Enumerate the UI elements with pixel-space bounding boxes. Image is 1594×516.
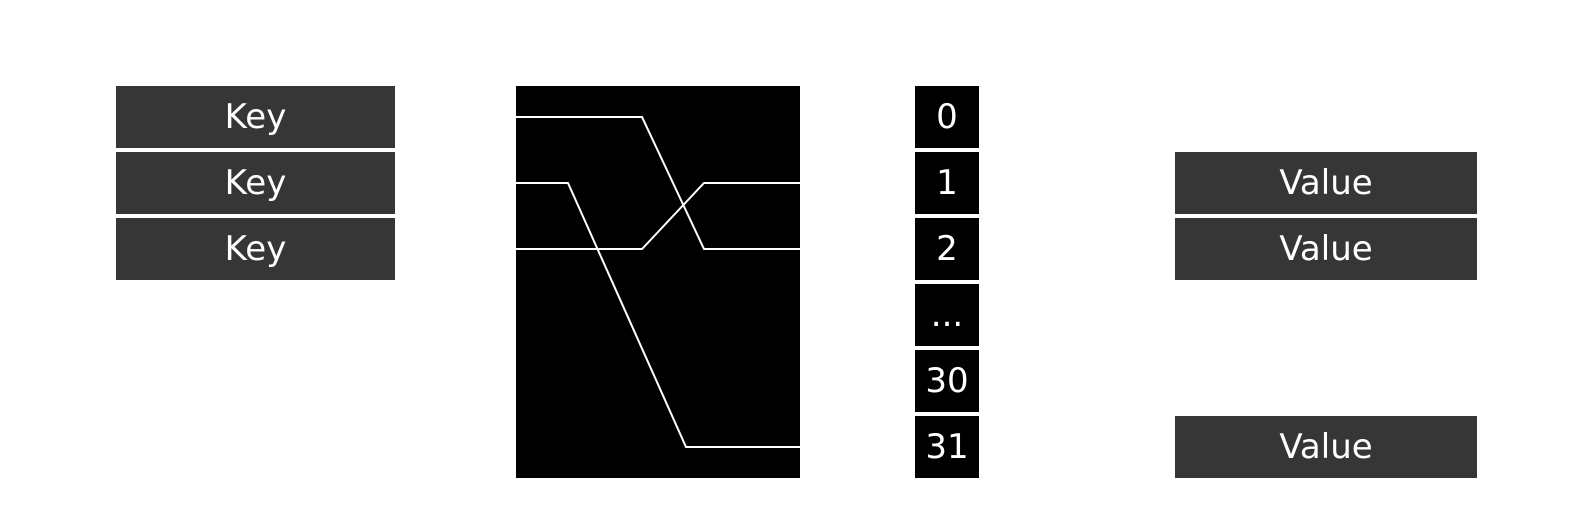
key-label: Key: [224, 97, 287, 137]
mapping-line: [516, 116, 800, 250]
bucket-slot: 2: [915, 218, 979, 280]
mapping-lines: [516, 116, 800, 448]
bucket-slot: ...: [915, 284, 979, 346]
bucket-slot: 0: [915, 86, 979, 148]
key-label: Key: [224, 163, 287, 203]
bucket-index-label: ...: [930, 295, 964, 335]
mapping-line: [516, 182, 800, 448]
bucket-index-label: 30: [925, 361, 969, 401]
bucket-slot: 1: [915, 152, 979, 214]
bucket-index-label: 0: [936, 97, 958, 137]
bucket-slot: 31: [915, 416, 979, 478]
key-label: Key: [224, 229, 287, 269]
key-box: Key: [116, 218, 395, 280]
hash-function-background: [516, 86, 800, 478]
hash-function-block: [516, 86, 800, 478]
key-box: Key: [116, 152, 395, 214]
bucket-index-label: 1: [936, 163, 958, 203]
key-box: Key: [116, 86, 395, 148]
value-box: Value: [1175, 152, 1477, 214]
value-label: Value: [1279, 229, 1373, 269]
mapping-line: [516, 182, 800, 250]
value-box: Value: [1175, 218, 1477, 280]
bucket-index-label: 31: [925, 427, 969, 467]
bucket-slot: 30: [915, 350, 979, 412]
value-label: Value: [1279, 427, 1373, 467]
value-label: Value: [1279, 163, 1373, 203]
bucket-index-label: 2: [936, 229, 958, 269]
value-box: Value: [1175, 416, 1477, 478]
